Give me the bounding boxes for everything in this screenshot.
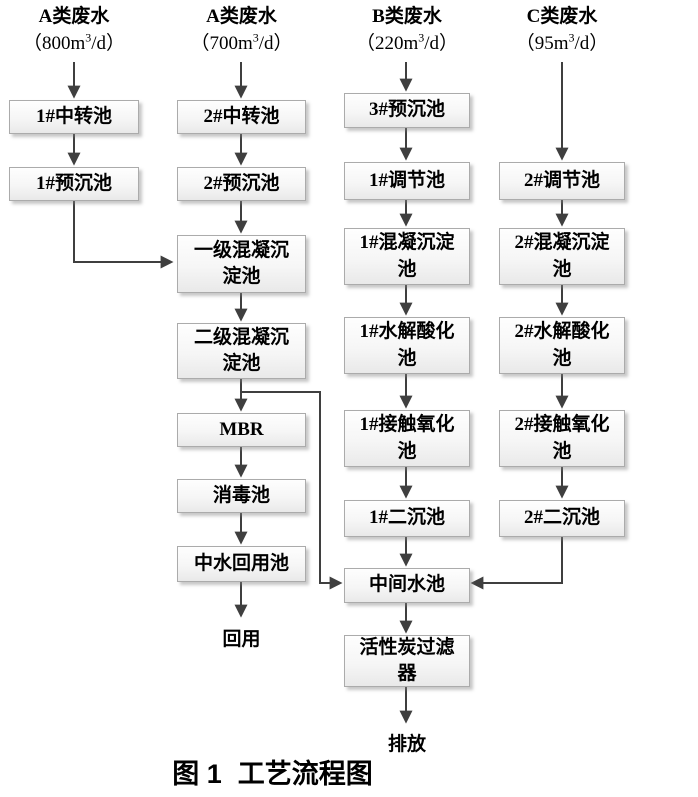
figure-label: 图 1 xyxy=(172,759,222,789)
node-regulating-pool-1: 1#调节池 xyxy=(344,162,470,200)
node-secondary-sedimentation-pool-2: 2#二沉池 xyxy=(499,500,625,537)
node-contact-oxidation-pool-1: 1#接触氧化 池 xyxy=(344,410,470,467)
node-transfer-pool-2: 2#中转池 xyxy=(177,100,306,134)
stream-flow: （220m3/d） xyxy=(338,30,476,57)
stream-flow: （700m3/d） xyxy=(177,30,306,57)
figure-title: 工艺流程图 xyxy=(237,759,373,789)
stream-name: A类废水 xyxy=(38,6,110,27)
terminal-reuse: 回用 xyxy=(222,629,261,650)
node-presedimentation-pool-2: 2#预沉池 xyxy=(177,167,306,201)
node-hydrolysis-acidification-pool-2: 2#水解酸化 池 xyxy=(499,317,625,374)
stream-header-a2: A类废水 （700m3/d） xyxy=(177,3,306,57)
terminal-discharge: 排放 xyxy=(387,734,426,755)
node-hydrolysis-acidification-pool-1: 1#水解酸化 池 xyxy=(344,317,470,374)
flow-text: /d） xyxy=(91,33,126,54)
stream-header-b: B类废水 （220m3/d） xyxy=(338,3,476,57)
node-coagulation-sedimentation-pool-2: 2#混凝沉淀 池 xyxy=(499,228,625,285)
node-presedimentation-pool-3: 3#预沉池 xyxy=(344,93,470,128)
flow-superscript: 3 xyxy=(252,30,259,45)
flow-text: /d） xyxy=(424,33,459,54)
flow-text: （95m xyxy=(515,33,569,54)
flow-text: （220m xyxy=(355,33,419,54)
node-contact-oxidation-pool-2: 2#接触氧化 池 xyxy=(499,410,625,467)
node-presedimentation-pool-1: 1#预沉池 xyxy=(9,167,139,201)
node-primary-coagulation-sedimentation-pool: 一级混凝沉 淀池 xyxy=(177,235,306,293)
node-intermediate-water-pool: 中间水池 xyxy=(344,568,470,603)
node-transfer-pool-1: 1#中转池 xyxy=(9,100,139,134)
stream-flow: （800m3/d） xyxy=(9,30,139,57)
node-secondary-sedimentation-pool-1: 1#二沉池 xyxy=(344,500,470,537)
stream-flow: （95m3/d） xyxy=(495,30,629,57)
flow-superscript: 3 xyxy=(85,30,92,45)
node-regulating-pool-2: 2#调节池 xyxy=(499,162,625,200)
flow-text: （800m xyxy=(22,33,86,54)
stream-name: A类废水 xyxy=(206,6,277,27)
stream-name: C类废水 xyxy=(526,6,598,27)
flow-text: /d） xyxy=(574,33,609,54)
flow-superscript: 3 xyxy=(568,30,575,45)
flow-text: /d） xyxy=(258,33,293,54)
node-reclaimed-water-pool: 中水回用池 xyxy=(177,546,306,582)
stream-name: B类废水 xyxy=(372,6,442,27)
stream-header-c: C类废水 （95m3/d） xyxy=(495,3,629,57)
figure-caption: 图 1 工艺流程图 xyxy=(0,752,545,791)
node-activated-carbon-filter: 活性炭过滤 器 xyxy=(344,635,470,687)
flow-superscript: 3 xyxy=(418,30,425,45)
flow-text: （700m xyxy=(190,33,253,54)
stream-header-a1: A类废水 （800m3/d） xyxy=(9,3,139,57)
node-disinfection-pool: 消毒池 xyxy=(177,479,306,513)
node-secondary-coagulation-sedimentation-pool: 二级混凝沉 淀池 xyxy=(177,323,306,379)
node-coagulation-sedimentation-pool-1: 1#混凝沉淀 池 xyxy=(344,228,470,285)
node-mbr: MBR xyxy=(177,413,306,447)
